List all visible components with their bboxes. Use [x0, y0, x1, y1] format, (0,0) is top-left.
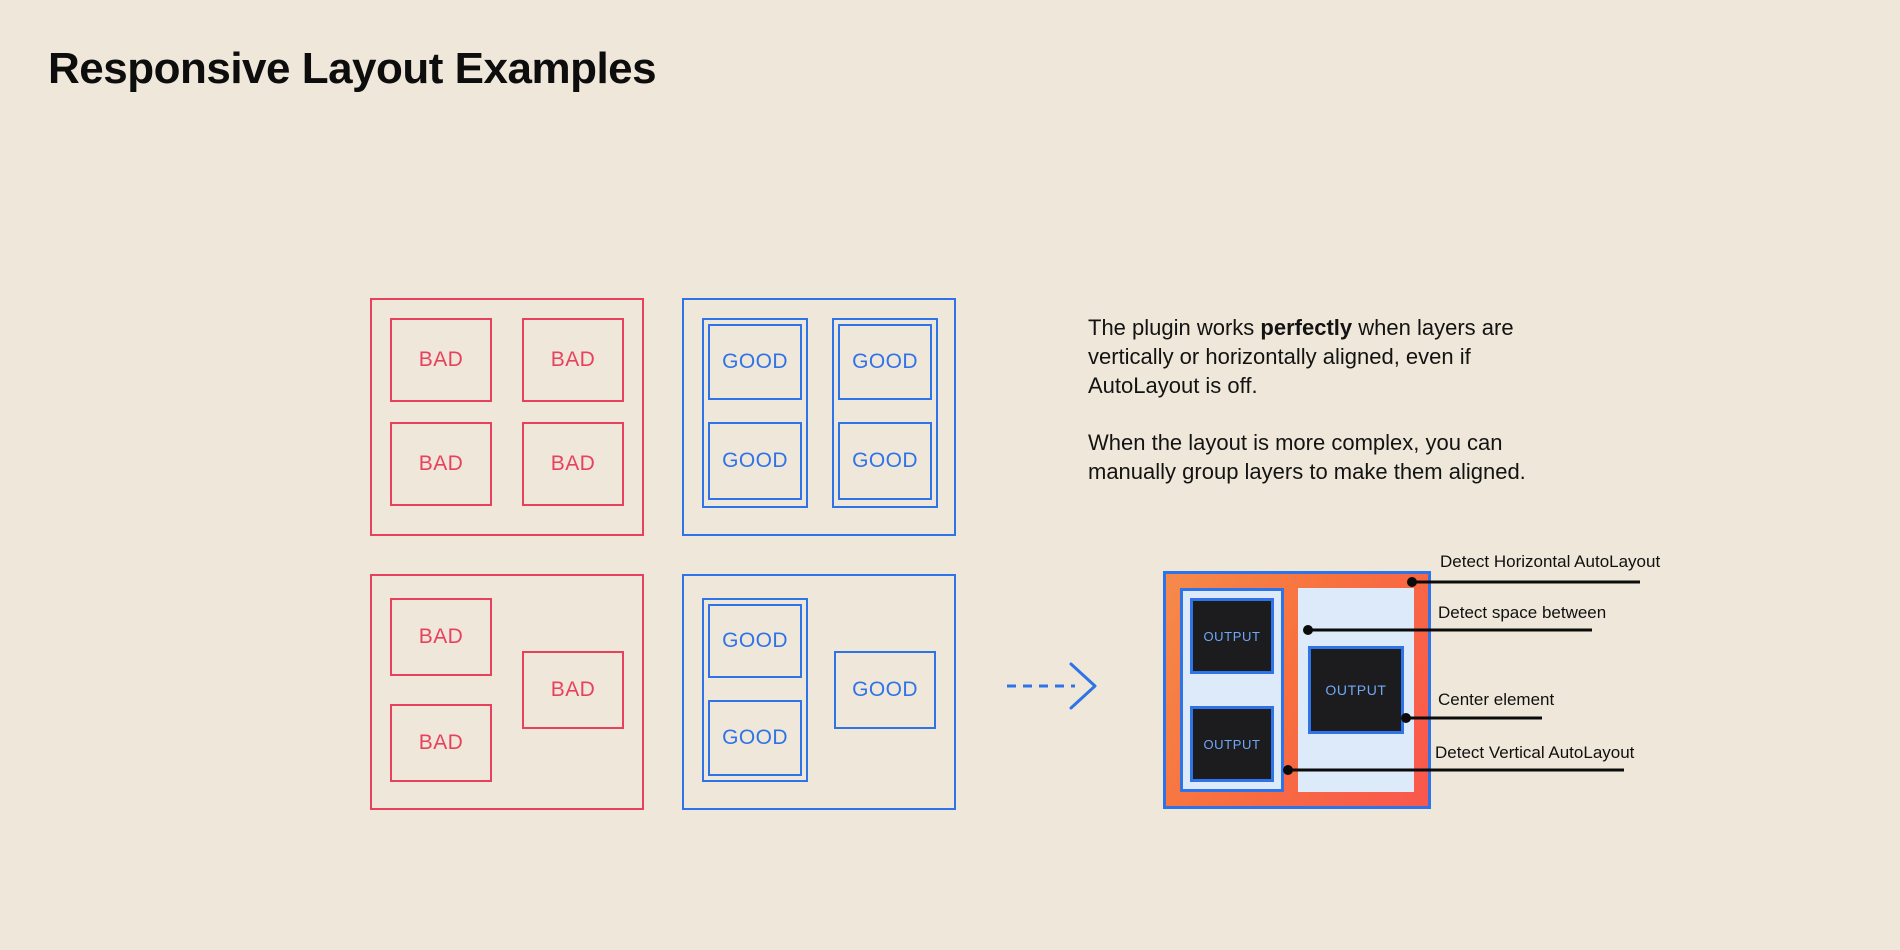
output-box: OUTPUT — [1190, 598, 1274, 674]
box-bad: BAD — [390, 318, 492, 402]
output-mockup: OUTPUT OUTPUT OUTPUT — [1163, 571, 1431, 809]
box-good: GOOD — [708, 700, 802, 776]
group-wrapper: GOOD GOOD — [832, 318, 938, 508]
group-wrapper: GOOD GOOD — [702, 318, 808, 508]
callout-label-detect-horizontal-autolayout: Detect Horizontal AutoLayout — [1440, 552, 1661, 571]
box-good: GOOD — [838, 324, 932, 400]
box-bad: BAD — [522, 651, 624, 729]
box-bad: BAD — [390, 598, 492, 676]
examples-grid: BAD BAD BAD BAD GOOD GOOD GOOD GOOD BAD … — [370, 298, 960, 810]
page-title: Responsive Layout Examples — [48, 44, 657, 93]
panel-good-grid: GOOD GOOD GOOD GOOD — [682, 298, 956, 536]
description-paragraph-1: The plugin works perfectly when layers a… — [1088, 313, 1548, 400]
callout-label-center-element: Center element — [1438, 690, 1555, 709]
box-good: GOOD — [708, 604, 802, 678]
box-good: GOOD — [708, 324, 802, 400]
dashed-arrow-right-icon — [1005, 660, 1101, 712]
box-bad: BAD — [522, 318, 624, 402]
output-box: OUTPUT — [1308, 646, 1404, 734]
description-text: The plugin works perfectly when layers a… — [1088, 313, 1548, 486]
output-box: OUTPUT — [1190, 706, 1274, 782]
paragraph1-suffix: when layers are vertically or horizontal… — [1088, 315, 1514, 398]
box-good: GOOD — [834, 651, 936, 729]
box-good: GOOD — [708, 422, 802, 500]
box-good: GOOD — [838, 422, 932, 500]
panel-good-complex: GOOD GOOD GOOD — [682, 574, 956, 810]
paragraph1-prefix: The plugin works — [1088, 315, 1261, 340]
box-bad: BAD — [522, 422, 624, 506]
box-bad: BAD — [390, 422, 492, 506]
box-bad: BAD — [390, 704, 492, 782]
panel-bad-grid: BAD BAD BAD BAD — [370, 298, 644, 536]
paragraph1-bold: perfectly — [1260, 315, 1353, 340]
callout-label-detect-vertical-autolayout: Detect Vertical AutoLayout — [1435, 743, 1635, 762]
group-wrapper: GOOD GOOD — [702, 598, 808, 782]
callout-label-detect-space-between: Detect space between — [1438, 603, 1607, 622]
output-left-group: OUTPUT OUTPUT — [1180, 588, 1284, 792]
output-right-panel: OUTPUT — [1298, 588, 1414, 792]
description-paragraph-2: When the layout is more complex, you can… — [1088, 430, 1526, 484]
panel-bad-complex: BAD BAD BAD — [370, 574, 644, 810]
